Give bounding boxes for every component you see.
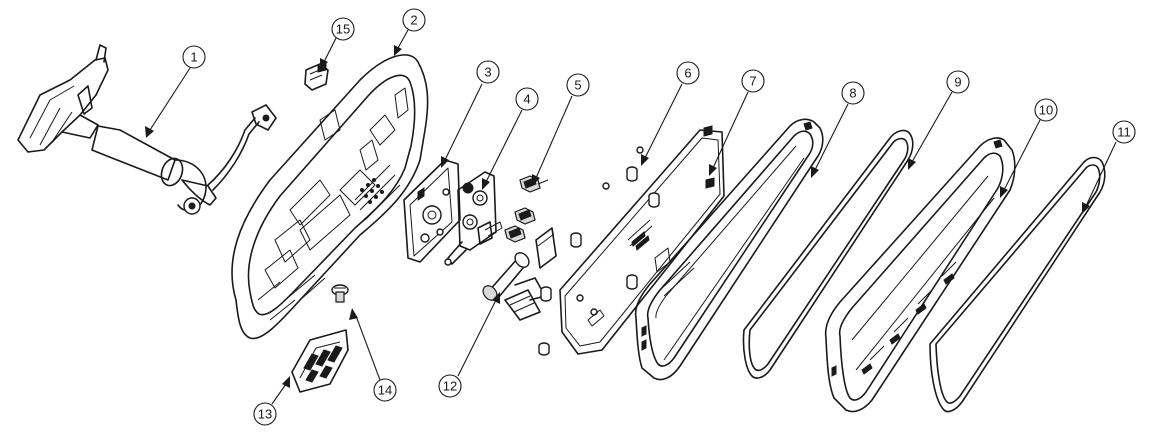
part-front-frame [824, 137, 1016, 413]
part-bracket-plate [403, 159, 461, 263]
svg-text:15: 15 [336, 22, 350, 37]
callout-1: 1 [182, 45, 206, 69]
part-pin [331, 284, 349, 303]
callout-9: 9 [946, 70, 970, 94]
callout-7: 7 [741, 69, 765, 93]
part-rear-housing [231, 54, 429, 340]
part-mount-bracket [17, 44, 277, 215]
part-cable-connector [482, 252, 546, 321]
svg-text:7: 7 [749, 74, 756, 89]
part-hinge-plate [444, 171, 503, 266]
callout-5: 5 [566, 73, 590, 97]
leader-lines [145, 29, 1117, 405]
part-pad [535, 227, 557, 269]
callout-12: 12 [438, 374, 462, 398]
part-connector-block [291, 329, 349, 393]
svg-text:8: 8 [849, 86, 856, 101]
callout-6: 6 [676, 61, 700, 85]
svg-text:11: 11 [1117, 125, 1131, 140]
svg-text:1: 1 [190, 50, 197, 65]
part-clip [304, 63, 329, 91]
svg-text:10: 10 [1039, 103, 1053, 118]
part-screws [504, 175, 549, 243]
svg-text:3: 3 [484, 65, 491, 80]
callout-11: 11 [1112, 120, 1136, 144]
svg-text:6: 6 [684, 66, 691, 81]
svg-text:13: 13 [258, 407, 272, 422]
svg-text:2: 2 [410, 13, 417, 28]
callout-2: 2 [402, 8, 426, 32]
callout-3: 3 [476, 60, 500, 84]
svg-text:4: 4 [523, 92, 530, 107]
callout-15: 15 [331, 17, 355, 41]
callout-8: 8 [841, 81, 865, 105]
callout-14: 14 [373, 378, 397, 402]
callout-13: 13 [253, 402, 277, 426]
svg-text:14: 14 [378, 383, 392, 398]
part-standoffs [538, 125, 715, 356]
svg-text:5: 5 [574, 78, 581, 93]
part-glass-cover [929, 156, 1106, 413]
callout-10: 10 [1034, 98, 1058, 122]
part-gasket [742, 129, 914, 379]
callout-4: 4 [515, 87, 539, 111]
svg-text:9: 9 [954, 75, 961, 90]
part-display-panel [634, 118, 824, 381]
svg-text:12: 12 [443, 379, 457, 394]
